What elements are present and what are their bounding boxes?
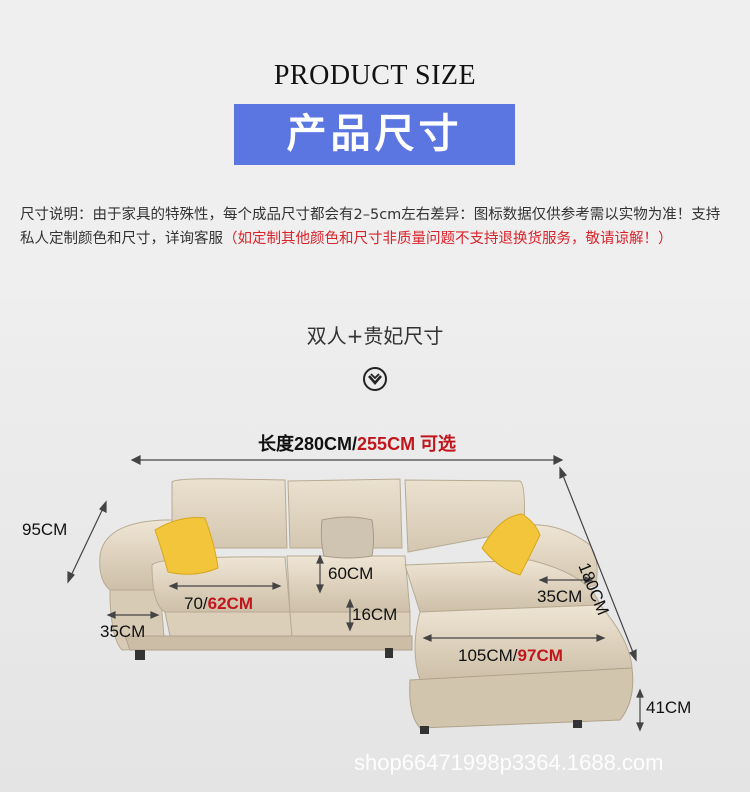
product-size-title: PRODUCT SIZE: [273, 60, 477, 91]
size-note: 尺寸说明：由于家具的特殊性，每个成品尺寸都会有2–5cm左右差异：图标数据仅供参…: [20, 203, 732, 251]
length-dimension: 长度280CM/255CM 可选: [258, 430, 456, 456]
length-dimension-value: 长度280CM/: [258, 434, 358, 454]
seat-width-dimension: 70/62CM: [184, 594, 253, 614]
size-note-text: 尺寸说明：由于家具的特殊性，每个成品尺寸都会有2–5cm左右差异：图标数据仅供参…: [20, 207, 721, 247]
cushion-thickness-dimension: 16CM: [352, 605, 398, 624]
leg-height-dimension: 41CM: [646, 698, 692, 717]
chaise-length-value: 105CM/: [458, 646, 518, 665]
chaise-length-option: 97CM: [517, 646, 563, 665]
arm-height-dimension: 35CM: [100, 622, 146, 641]
seat-width-option: 62CM: [207, 594, 253, 613]
size-note-warning: （如定制其他颜色和尺寸非质量问题不支持退换货服务，敬请谅解！）: [223, 231, 673, 247]
variant-label: 双人+贵妃尺寸: [306, 324, 444, 348]
chaise-length-dimension: 105CM/97CM: [458, 646, 563, 666]
length-dimension-option: 255CM 可选: [357, 434, 457, 454]
height-dimension: 95CM: [22, 520, 68, 539]
seat-width-value: 70/: [184, 594, 208, 613]
back-height-dimension: 60CM: [328, 564, 374, 583]
chaise-arm-dimension: 35CM: [537, 587, 583, 606]
product-size-banner: 产品尺寸: [234, 104, 515, 165]
shop-watermark: shop66471998p3364.1688.com: [354, 750, 664, 775]
chevron-down-icon: [363, 367, 387, 391]
